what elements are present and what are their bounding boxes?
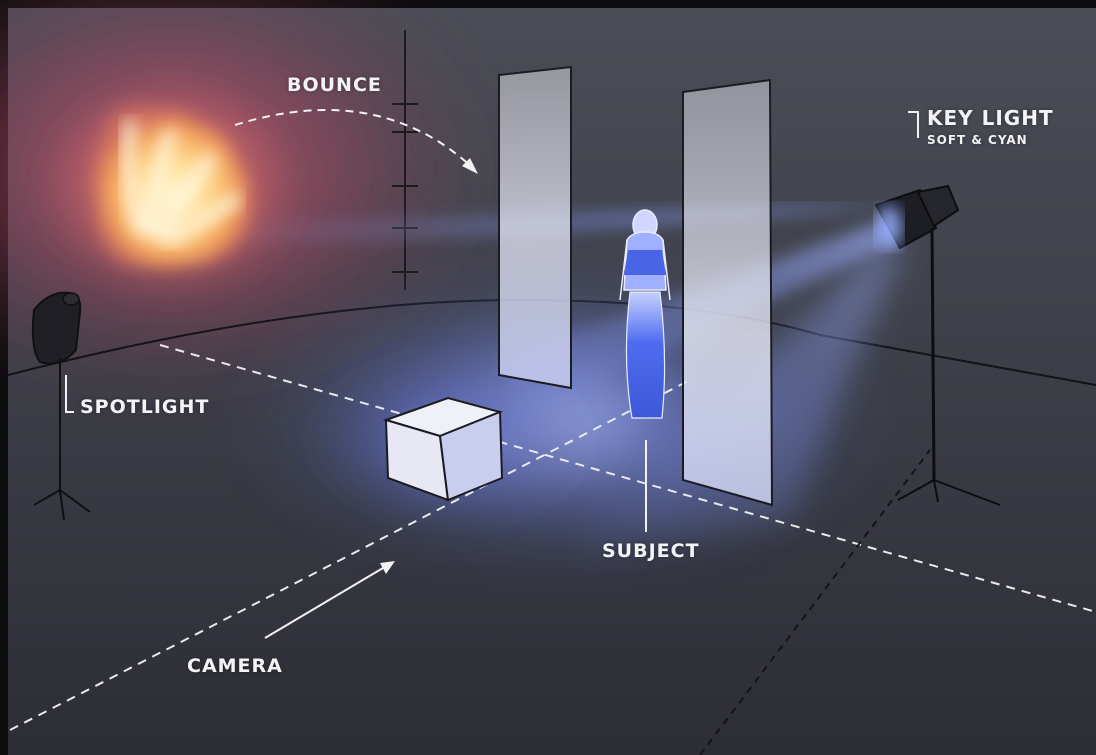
key-light-label: KEY LIGHT bbox=[927, 106, 1054, 130]
panel-back bbox=[499, 67, 571, 388]
apple-box bbox=[386, 398, 502, 500]
bounce-label: BOUNCE bbox=[287, 74, 382, 96]
key-light-sublabel: SOFT & CYAN bbox=[927, 133, 1028, 147]
subject-label: SUBJECT bbox=[602, 540, 700, 562]
subject-figure bbox=[620, 210, 670, 418]
panel-front bbox=[683, 80, 772, 505]
spotlight-label: SPOTLIGHT bbox=[80, 396, 209, 418]
camera-label: CAMERA bbox=[187, 655, 283, 677]
